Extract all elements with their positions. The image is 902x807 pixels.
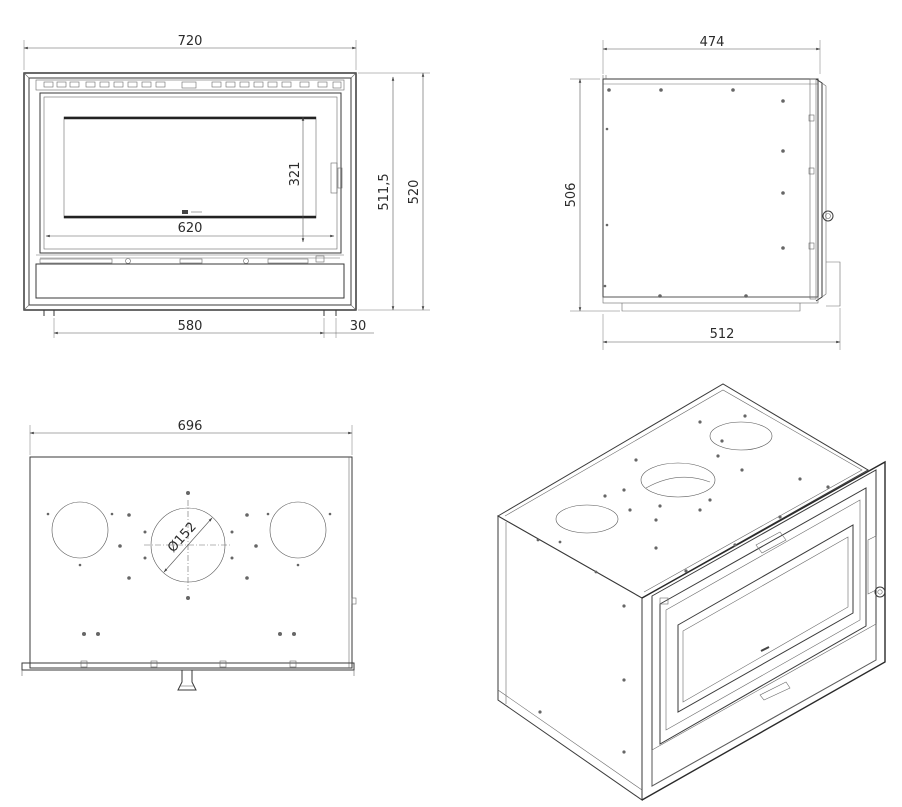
iso-flue-hole <box>640 462 716 498</box>
dim-base-width: 580 <box>178 319 203 334</box>
top-handle <box>177 670 197 691</box>
dim-glass-height: 321 <box>288 162 303 187</box>
front-glass <box>63 116 317 219</box>
iso-door <box>659 487 867 745</box>
iso-hole-left <box>555 504 619 534</box>
front-view: 720 520 511,5 321 620 580 30 <box>23 34 430 338</box>
dim-overall-width: 720 <box>178 34 203 49</box>
door-handle <box>330 162 338 194</box>
side-front-frame <box>815 78 823 302</box>
front-outer-frame <box>23 72 357 311</box>
side-body <box>602 78 819 298</box>
dim-glass-width: 620 <box>178 221 203 236</box>
top-body <box>29 456 353 669</box>
top-hole-left <box>51 501 109 559</box>
top-view: Ø152 696 <box>21 419 357 691</box>
iso-hole-right <box>709 421 773 451</box>
iso-side-face <box>497 515 643 801</box>
dim-overall-height: 520 <box>407 180 422 205</box>
ash-drawer <box>35 263 345 299</box>
dim-side-offset: 30 <box>350 319 367 334</box>
iso-glass <box>677 524 854 713</box>
iso-front-frame <box>641 460 886 801</box>
front-frame-inner-edge <box>28 77 352 306</box>
front-door <box>39 92 342 254</box>
dim-side-height: 506 <box>564 183 579 208</box>
dim-side-depth-top: 474 <box>700 35 725 50</box>
top-hole-right <box>269 501 327 559</box>
side-handle <box>822 210 834 222</box>
top-front-frame <box>21 662 355 671</box>
dim-top-width: 696 <box>178 419 203 434</box>
dim-side-depth-bottom: 512 <box>710 327 735 342</box>
top-vent-strip <box>35 79 345 91</box>
isometric-view <box>497 383 886 801</box>
dim-inner-height: 511,5 <box>377 173 392 210</box>
side-view: 474 506 512 <box>564 35 841 350</box>
